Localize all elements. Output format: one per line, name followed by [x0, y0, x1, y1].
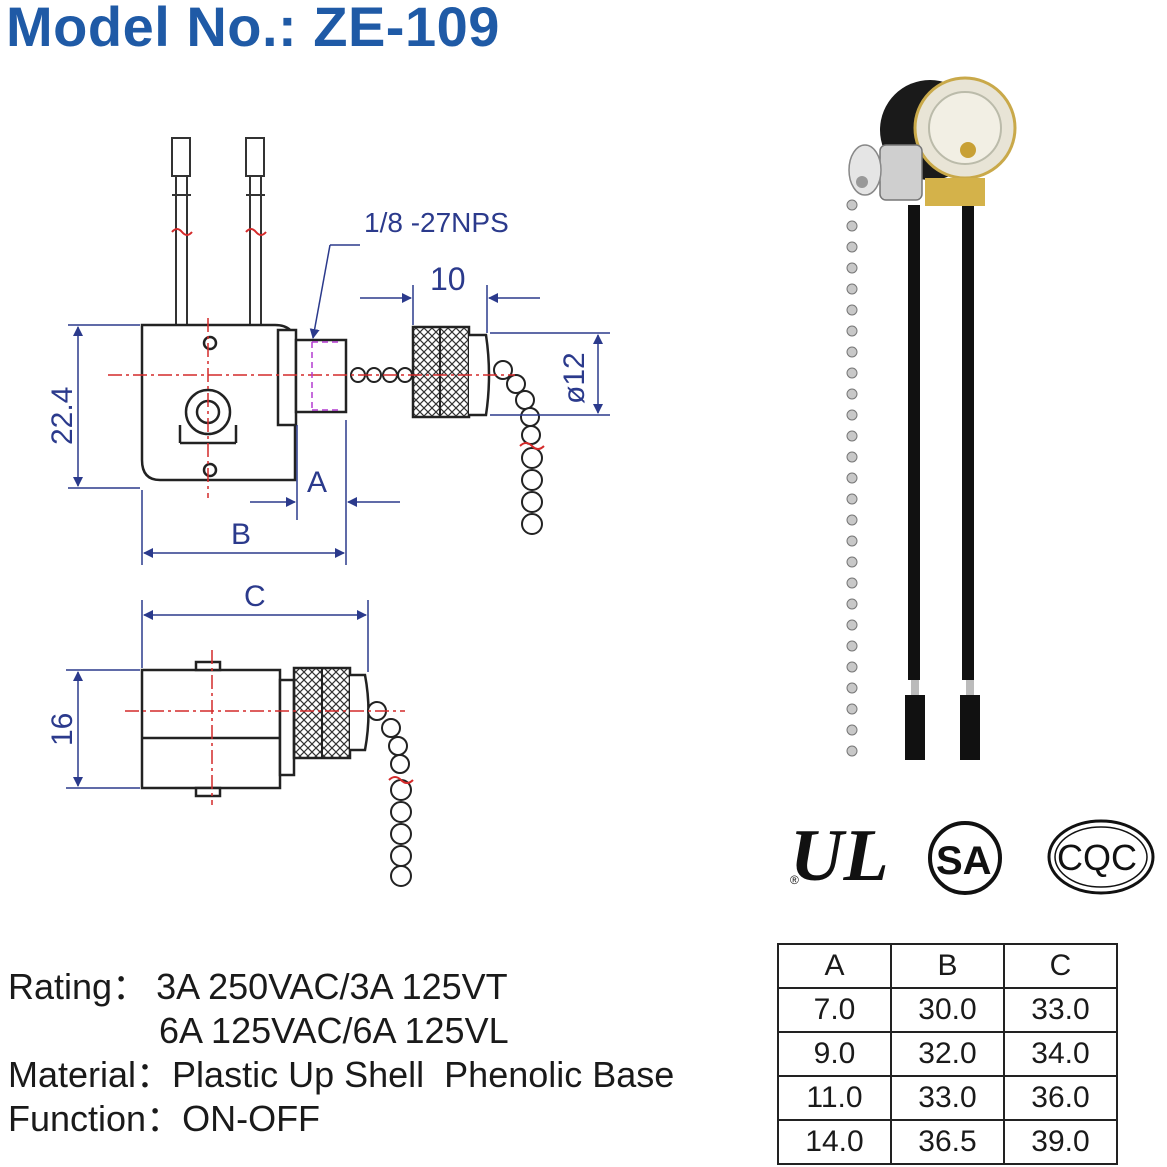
dim-phi12-label: ø12 — [558, 352, 591, 404]
svg-text:CQC: CQC — [1057, 837, 1137, 878]
side-view: C 16 — [46, 580, 414, 887]
dim-a-label: A — [307, 466, 327, 499]
top-view: 1/8 -27NPS 10 ø12 22.4 A B — [46, 137, 610, 565]
rating-row: Rating：3A 250VAC/3A 125VT — [8, 965, 674, 1009]
dimension-table: A B C 7.0 30.0 33.0 9.0 32.0 34.0 11.0 3… — [777, 943, 1118, 1165]
table-cell: 36.0 — [1003, 1075, 1118, 1121]
material-label: Material： — [8, 1054, 173, 1095]
table-cell: 9.0 — [777, 1031, 892, 1077]
page-title: Model No.: ZE-109 — [6, 0, 500, 58]
dim-10-label: 10 — [430, 261, 466, 297]
table-header: C — [1003, 943, 1118, 989]
table-row: 11.0 33.0 36.0 — [777, 1075, 1118, 1121]
rating-line1: 3A 250VAC/3A 125VT — [156, 966, 508, 1007]
svg-text:SA: SA — [936, 839, 992, 883]
bead-chain — [846, 199, 858, 757]
table-header: B — [890, 943, 1005, 989]
thread-label: 1/8 -27NPS — [364, 207, 509, 238]
ul-logo: UL ® — [790, 815, 889, 897]
material-row: Material：Plastic Up Shell Phenolic Base — [8, 1053, 674, 1097]
table-header: A — [777, 943, 892, 989]
side-pull-chain — [367, 701, 412, 887]
dim-c-label: C — [244, 580, 266, 613]
table-cell: 30.0 — [890, 987, 1005, 1033]
table-header-row: A B C — [777, 943, 1118, 989]
table-cell: 11.0 — [777, 1075, 892, 1121]
table-row: 7.0 30.0 33.0 — [777, 987, 1118, 1033]
dim-22-4-label: 22.4 — [46, 387, 79, 445]
dim-16-label: 16 — [46, 713, 79, 746]
rating-line2: 6A 125VAC/6A 125VL — [159, 1010, 509, 1051]
rating-label: Rating： — [8, 966, 149, 1007]
table-cell: 39.0 — [1003, 1119, 1118, 1165]
table-cell: 32.0 — [890, 1031, 1005, 1077]
product-photo — [846, 76, 1017, 760]
wire-leads — [171, 137, 265, 325]
table-cell: 33.0 — [890, 1075, 1005, 1121]
dim-b-label: B — [231, 518, 251, 551]
table-cell: 33.0 — [1003, 987, 1118, 1033]
csa-logo: SA — [928, 821, 1002, 895]
function-row: Function：ON-OFF — [8, 1097, 674, 1141]
function-label: Function： — [8, 1098, 183, 1139]
svg-text:UL: UL — [790, 815, 889, 897]
cqc-logo: CQC — [1047, 819, 1155, 895]
rating-row-2: 6A 125VAC/6A 125VL — [8, 1009, 674, 1053]
svg-text:®: ® — [790, 873, 799, 887]
switch-body — [140, 323, 348, 482]
table-cell: 34.0 — [1003, 1031, 1118, 1077]
table-cell: 7.0 — [777, 987, 892, 1033]
knurled-nut — [411, 325, 491, 419]
table-row: 14.0 36.5 39.0 — [777, 1119, 1118, 1165]
table-cell: 36.5 — [890, 1119, 1005, 1165]
table-cell: 14.0 — [777, 1119, 892, 1165]
material-value: Plastic Up Shell Phenolic Base — [172, 1054, 675, 1095]
function-value: ON-OFF — [182, 1098, 321, 1139]
table-row: 9.0 32.0 34.0 — [777, 1031, 1118, 1077]
spec-block: Rating：3A 250VAC/3A 125VT 6A 125VAC/6A 1… — [8, 965, 674, 1141]
